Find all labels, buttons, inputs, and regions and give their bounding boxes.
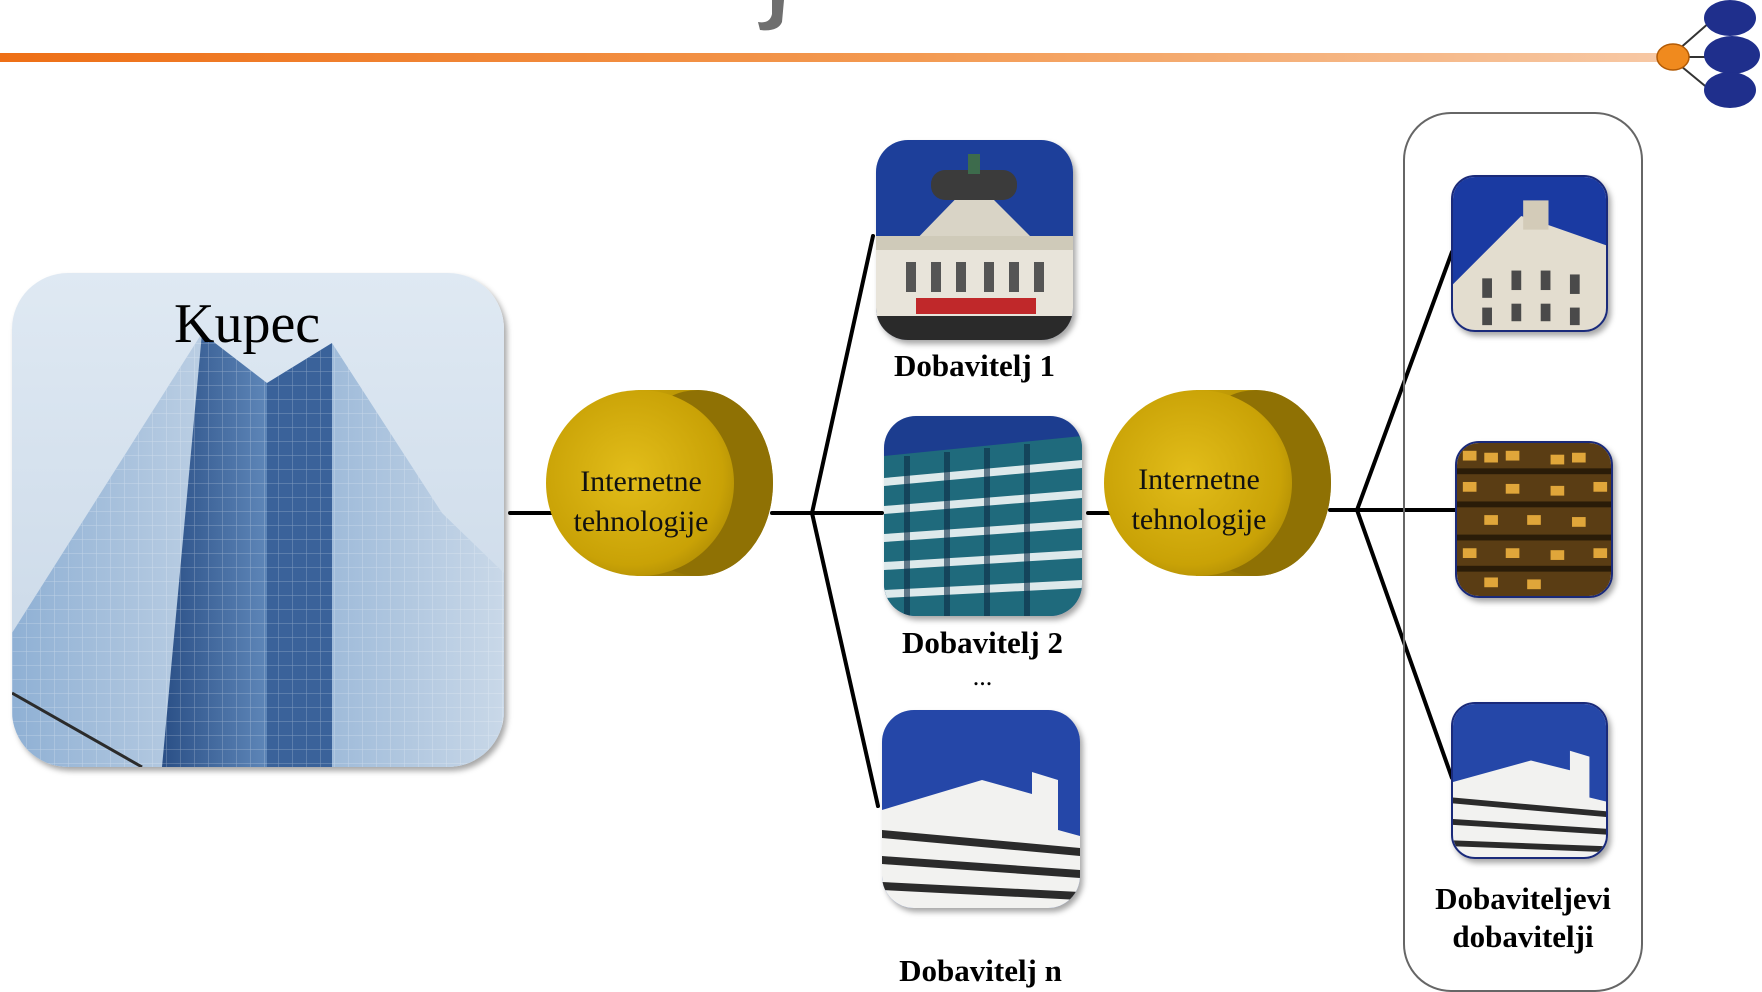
title-fragment xyxy=(758,0,784,31)
supplier-1-label: Dobavitelj 1 xyxy=(893,348,1055,383)
sub-suppliers-label: Dobaviteljevi dobavitelji xyxy=(1403,880,1643,956)
tech-label-2-line1: Internetne xyxy=(1138,463,1260,496)
supplier-2-image xyxy=(884,416,1082,616)
supplier-n-image xyxy=(882,710,1080,908)
tech-label-2-line2: tehnologije xyxy=(1131,503,1267,536)
tech-label-2: Internetne tehnologije xyxy=(1106,460,1292,540)
buyer-image xyxy=(12,273,504,767)
tech-drum-1 xyxy=(546,390,773,576)
supplier-n-label: Dobavitelj n xyxy=(899,953,1062,988)
sub-supplier-1-image xyxy=(1451,175,1608,332)
supplier-2-label: Dobavitelj 2 xyxy=(901,625,1063,660)
tech-label-1-line2: tehnologije xyxy=(573,505,709,538)
buyer-label: Kupec xyxy=(174,293,321,355)
sub-supplier-2-image xyxy=(1455,441,1613,598)
sub-suppliers-label-line1: Dobaviteljevi xyxy=(1435,881,1611,916)
tech-drum-2 xyxy=(1104,390,1331,576)
tech-label-1-line1: Internetne xyxy=(580,465,702,498)
header-accent-line xyxy=(0,53,1660,62)
connector-fork-suppliern xyxy=(810,511,880,808)
sub-suppliers-label-line2: dobavitelji xyxy=(1452,919,1594,954)
logo-icon xyxy=(1656,0,1760,108)
tech-label-1: Internetne tehnologije xyxy=(548,462,734,542)
supplier-1-image xyxy=(876,140,1073,340)
sub-supplier-3-image xyxy=(1451,702,1608,859)
connector-fork-supplier1 xyxy=(810,234,875,515)
supplier-ellipsis: ... xyxy=(972,662,993,691)
